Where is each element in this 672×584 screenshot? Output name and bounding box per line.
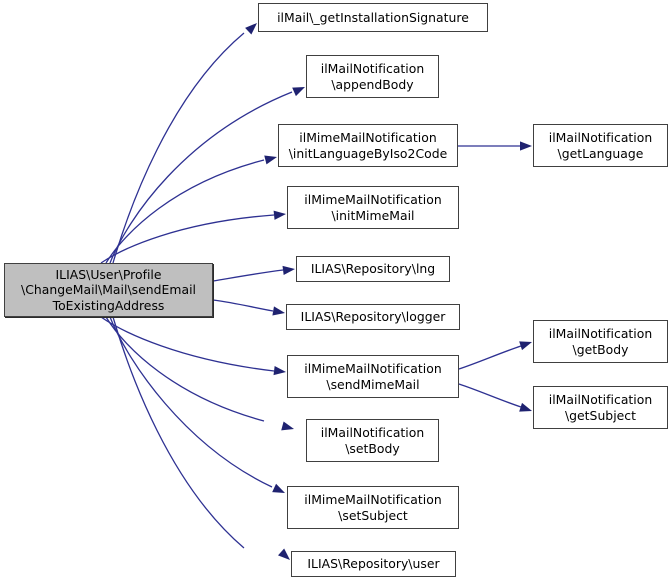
arrowhead-icon: [282, 265, 295, 276]
graph-node-label: ilMailNotification \getSubject: [548, 391, 653, 423]
edge-line: [109, 91, 293, 264]
graph-node-label: ILIAS\Repository\logger: [300, 309, 446, 325]
graph-edge-source-to-setBody: [105, 316, 294, 431]
graph-node-getBody[interactable]: ilMailNotification \getBody: [533, 320, 668, 363]
arrowhead-icon: [272, 483, 285, 493]
graph-node-label: ilMimeMailNotification \setSubject: [304, 491, 442, 523]
graph-node-label: ilMailNotification \getBody: [548, 325, 653, 357]
graph-edge-source-to-initMimeMail: [100, 210, 286, 264]
graph-node-getInstallationSignature[interactable]: ilMail\_getInstallationSignature: [258, 3, 488, 32]
graph-node-label: ILIAS\Repository\lng: [310, 261, 436, 277]
graph-edge-source-to-logger: [212, 299, 285, 316]
graph-edge-source-to-lng: [212, 265, 295, 282]
graph-node-appendBody[interactable]: ilMailNotification \appendBody: [306, 55, 439, 98]
arrowhead-icon: [272, 306, 285, 316]
edge-line: [458, 345, 522, 370]
graph-edge-source-to-getInstallationSignature: [112, 23, 257, 264]
graph-node-label: ILIAS\User\Profile \ChangeMail\Mail\send…: [21, 266, 196, 313]
arrowhead-icon: [519, 402, 532, 412]
edge-line: [105, 316, 265, 422]
edge-line: [112, 316, 245, 549]
graph-edge-source-to-appendBody: [109, 87, 305, 264]
graph-edge-source-to-sendMimeMail-2: [112, 316, 290, 560]
graph-node-sendMimeMail[interactable]: ilMimeMailNotification \sendMimeMail: [287, 355, 459, 398]
graph-node-user[interactable]: ILIAS\Repository\user: [291, 551, 456, 577]
arrowhead-icon: [278, 548, 290, 560]
graph-edge-sendMimeMail-to-getSubject: [458, 383, 532, 412]
edge-line: [212, 269, 284, 282]
graph-node-initLanguageByIso2Code[interactable]: ilMimeMailNotification \initLanguageByIs…: [278, 124, 458, 167]
graph-node-getLanguage[interactable]: ilMailNotification \getLanguage: [533, 124, 668, 167]
graph-edge-initLanguageByIso2Code-to-getLanguage: [458, 141, 532, 151]
arrowhead-icon: [519, 341, 532, 351]
graph-edge-source-to-setSubject: [109, 316, 285, 493]
graph-node-initMimeMail[interactable]: ilMimeMailNotification \initMimeMail: [287, 186, 459, 229]
graph-node-setBody[interactable]: ilMailNotification \setBody: [306, 419, 439, 462]
graph-node-logger[interactable]: ILIAS\Repository\logger: [286, 304, 460, 330]
graph-node-lng[interactable]: ILIAS\Repository\lng: [296, 256, 450, 282]
edge-line: [212, 299, 274, 312]
edge-line: [100, 214, 275, 264]
arrowhead-icon: [281, 421, 294, 431]
graph-node-label: ilMimeMailNotification \initLanguageByIs…: [288, 129, 448, 161]
arrowhead-icon: [520, 141, 532, 151]
graph-edge-source-to-initLanguageByIso2Code: [105, 155, 277, 264]
graph-node-setSubject[interactable]: ilMimeMailNotification \setSubject: [287, 486, 459, 529]
edge-line: [112, 32, 245, 264]
graph-node-label: ilMail\_getInstallationSignature: [277, 9, 469, 25]
arrowhead-icon: [264, 155, 277, 165]
graph-node-label: ILIAS\Repository\user: [307, 556, 440, 572]
graph-node-label: ilMailNotification \setBody: [320, 424, 425, 456]
arrowhead-icon: [273, 365, 286, 376]
arrowhead-icon: [292, 87, 305, 97]
edge-line: [458, 383, 522, 408]
edge-line: [105, 159, 265, 264]
edge-line: [109, 316, 273, 488]
graph-node-label: ilMimeMailNotification \sendMimeMail: [304, 360, 442, 392]
arrowhead-icon: [273, 210, 286, 220]
arrowhead-icon: [245, 23, 257, 35]
graph-node-label: ilMailNotification \appendBody: [320, 60, 425, 92]
graph-node-getSubject[interactable]: ilMailNotification \getSubject: [533, 386, 668, 429]
graph-node-label: ilMimeMailNotification \initMimeMail: [304, 191, 442, 223]
graph-edge-sendMimeMail-to-getBody: [458, 341, 532, 370]
graph-node-label: ilMailNotification \getLanguage: [548, 129, 653, 161]
graph-node-source[interactable]: ILIAS\User\Profile \ChangeMail\Mail\send…: [4, 263, 213, 317]
